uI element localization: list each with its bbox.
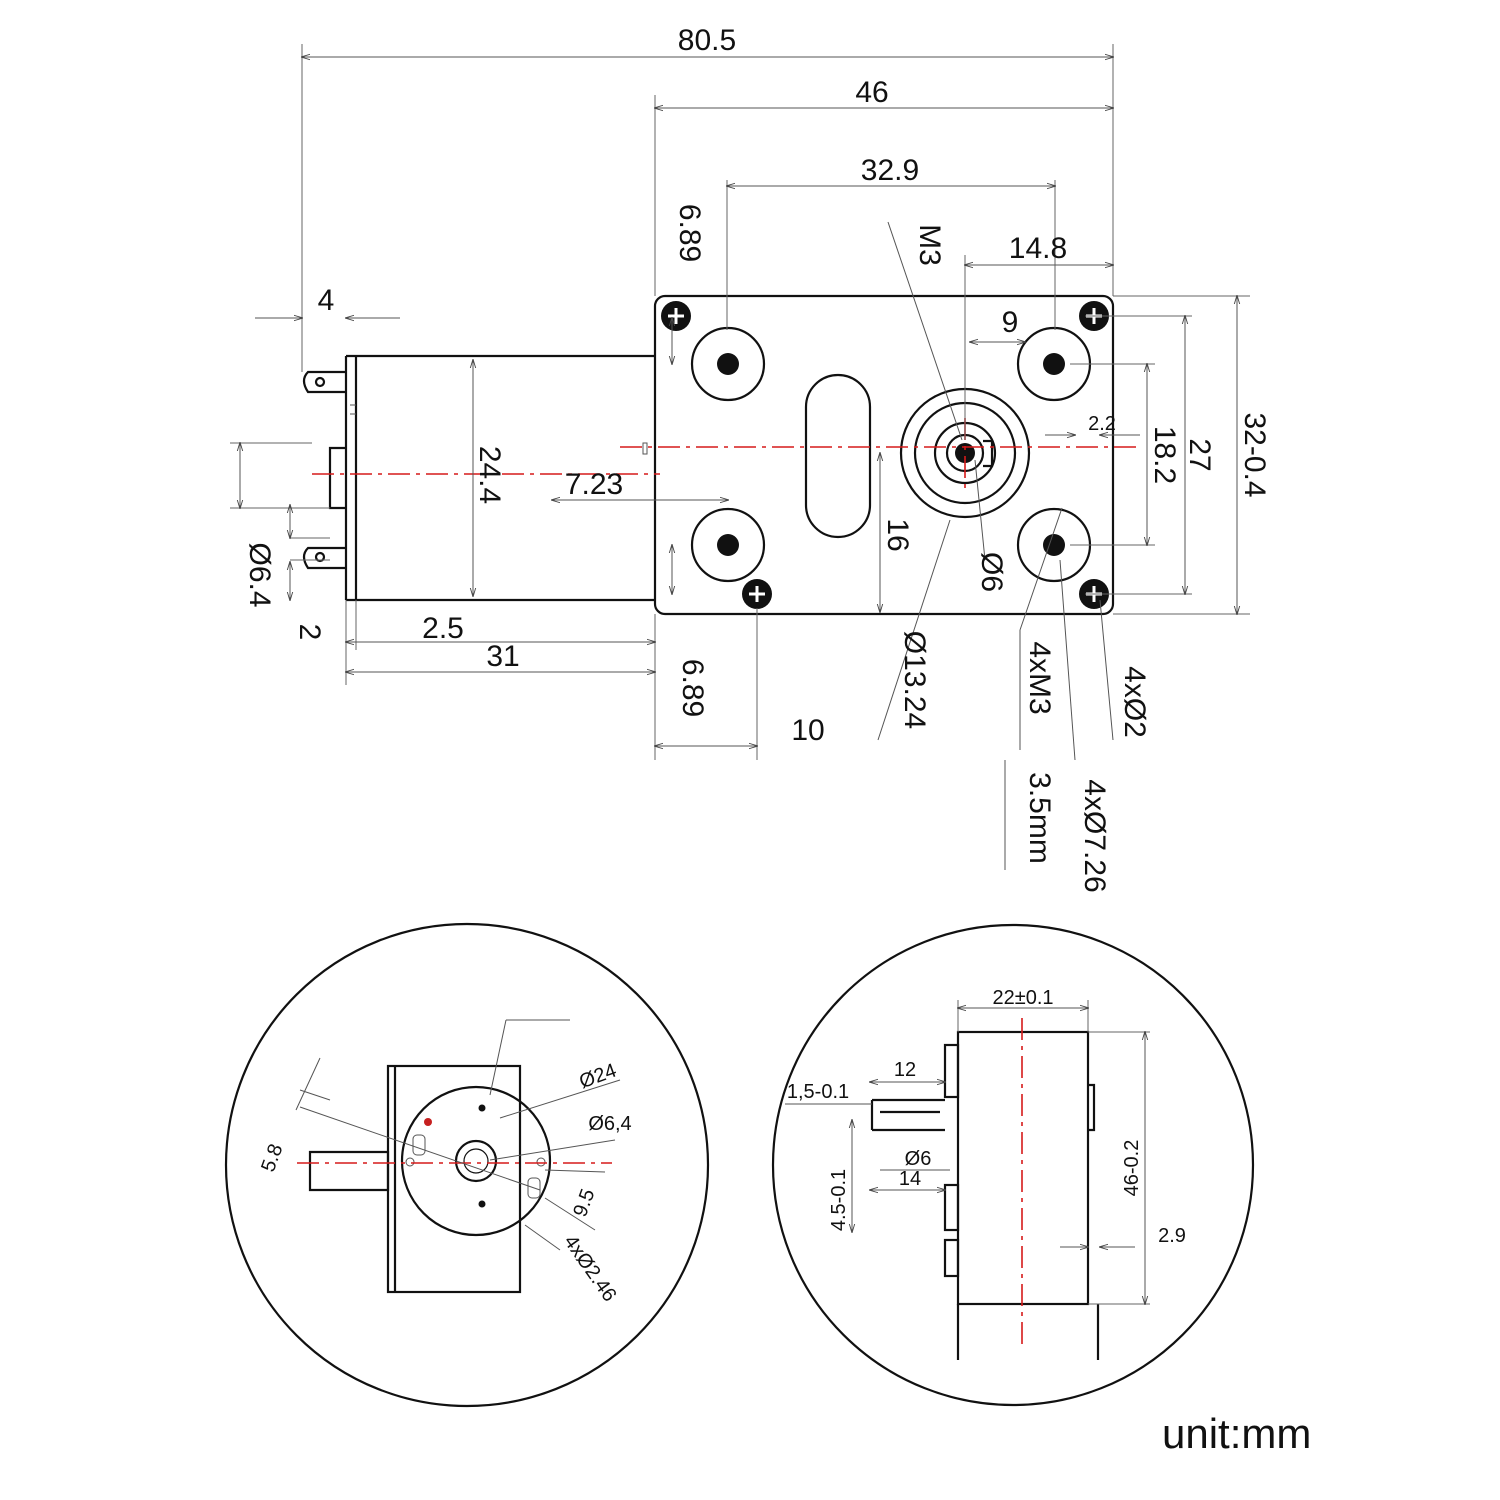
dim-motor-offset: 7.23 [565,468,623,501]
dim-hole-offset-top: 6.89 [673,204,706,262]
output-shaft [899,387,1031,519]
main-view: 80.5 46 32.9 14.8 9 4 2.2 7.23 2.5 31 10… [230,24,1271,893]
motor-body [302,354,655,602]
dim-shaft-offset: 14.8 [1009,232,1067,265]
dim-side-height: 46-0.2 [1121,1140,1143,1197]
dim-end-boss-diameter: Ø6,4 [588,1113,631,1135]
dim-terminal-width: 4 [318,284,335,317]
dim-shaft-diameter: Ø6 [975,552,1008,592]
dim-hole-spacing: 32.9 [861,154,919,187]
mount-hole [690,507,766,583]
dim-hole-spacing-vertical: 18.2 [1148,426,1181,484]
dim-terminal-length: 2.5 [422,612,464,645]
dim-pin-holes: 4xØ2 [1118,666,1151,738]
end-view: 5.8 Ø24 Ø6,4 9.5 4xØ2.46 [224,922,710,1408]
dim-screw-thread: M3 [913,224,946,266]
dim-side-shaft-total: 14 [899,1168,921,1190]
dim-thread-depth: 3.5mm [1023,772,1056,864]
dim-end-mount-holes: 4xØ2.46 [559,1231,620,1306]
dim-boss-diameter: Ø13.24 [898,631,931,729]
dim-side-shaft-length: 12 [894,1059,916,1081]
dim-edge-to-screw: 10 [791,714,824,747]
dim-side-lip: 2.9 [1158,1225,1186,1247]
dim-side-flat-height: 4.5-0.1 [828,1169,850,1231]
dim-body-height: 32-0.4 [1238,412,1271,497]
dim-overall-length: 80.5 [678,24,736,57]
dim-boss-to-slot: 16 [881,518,914,551]
mount-hole [690,326,766,402]
dim-hole-to-shaft: 9 [1002,306,1019,339]
screw-icon [742,579,772,609]
dim-mount-thread: 4xM3 [1023,641,1056,714]
dim-small-offset: 2.2 [1088,413,1116,435]
unit-label: unit:mm [1162,1410,1312,1457]
dim-motor-length: 31 [486,640,519,673]
dim-counterbore: 4xØ7.26 [1078,779,1111,892]
slot [804,373,872,539]
dim-end-shaft-offset: 5.8 [257,1141,287,1175]
dim-motor-diameter: 24.4 [473,446,506,504]
dim-terminal-gap: 2 [293,624,326,641]
screw-icon [661,301,691,331]
dim-side-shaft-diameter: Ø6 [905,1148,932,1170]
dim-side-flat-depth: 1,5-0.1 [787,1081,849,1103]
gearbox-body [653,294,1115,616]
dim-hub-diameter: Ø6.4 [243,542,276,607]
dim-hole-offset-bottom: 6.89 [676,659,709,717]
dim-gearbox-length: 46 [855,76,888,109]
side-view: 22±0.1 12 1,5-0.1 Ø6 14 4.5-0.1 46-0.2 2… [771,923,1255,1407]
dim-can-diameter: Ø24 [576,1060,619,1094]
dim-side-width: 22±0.1 [992,987,1053,1009]
dim-body-height-inner: 27 [1183,438,1216,471]
dim-end-hole-spacing: 9.5 [569,1186,599,1220]
